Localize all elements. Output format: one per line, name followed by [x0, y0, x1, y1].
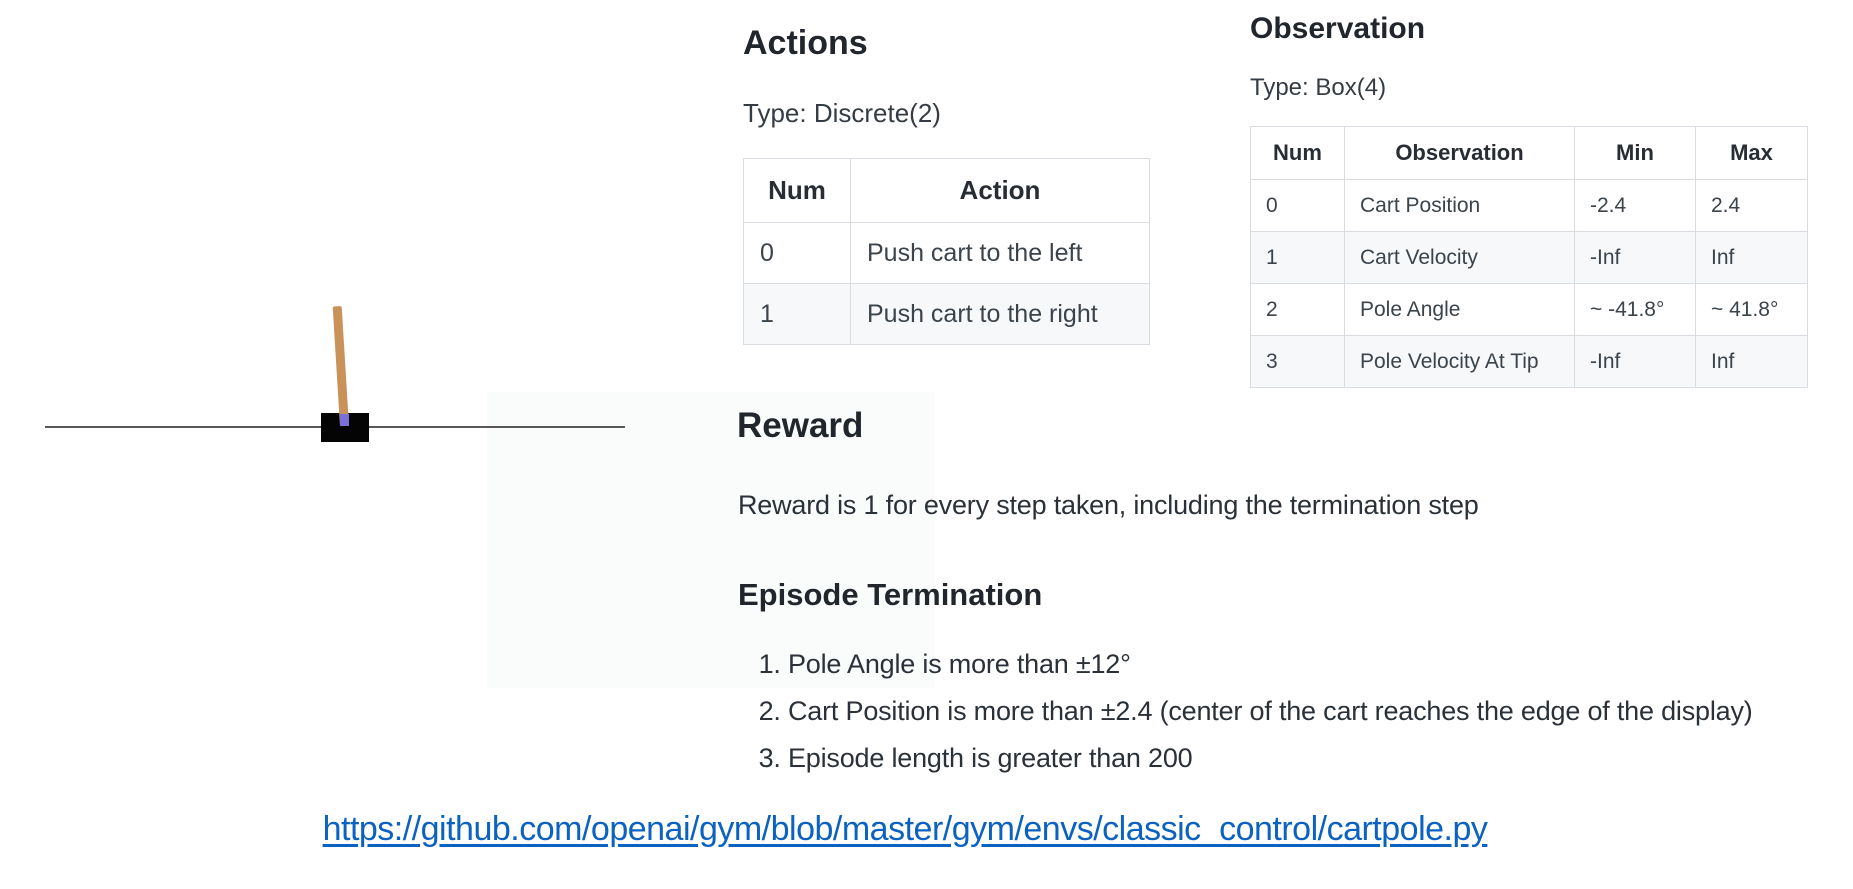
table-cell: ~ -41.8° — [1574, 283, 1696, 336]
table-header-cell: Num — [1250, 126, 1345, 180]
actions-table: Num Action 0 Push cart to the left 1 Pus… — [743, 158, 1150, 345]
table-cell: 0 — [1250, 179, 1345, 232]
observation-type-label: Type: Box(4) — [1250, 74, 1387, 101]
table-row: 1 Cart Velocity -Inf Inf — [1250, 231, 1808, 284]
table-cell: Push cart to the right — [850, 283, 1150, 345]
table-cell: ~ 41.8° — [1695, 283, 1808, 336]
table-cell: 1 — [1250, 231, 1345, 284]
table-cell: 1 — [743, 283, 851, 345]
table-cell: 0 — [743, 222, 851, 284]
table-cell: Pole Velocity At Tip — [1344, 335, 1575, 388]
actions-type-label: Type: Discrete(2) — [743, 98, 941, 128]
table-cell: -Inf — [1574, 335, 1696, 388]
table-header-cell: Action — [850, 158, 1150, 223]
table-header-row: Num Action — [743, 158, 1150, 223]
cartpole-axle-icon — [340, 414, 349, 426]
table-row: 1 Push cart to the right — [743, 283, 1150, 345]
pasted-screenshot-background — [487, 392, 935, 688]
cartpole-figure — [0, 0, 700, 500]
table-cell: Cart Velocity — [1344, 231, 1575, 284]
list-item: Pole Angle is more than ±12° — [788, 648, 1853, 681]
table-cell: 2 — [1250, 283, 1345, 336]
episode-termination-heading: Episode Termination — [738, 577, 1043, 612]
actions-heading: Actions — [743, 24, 868, 62]
github-cartpole-link[interactable]: https://github.com/openai/gym/blob/maste… — [322, 810, 1488, 848]
table-header-cell: Min — [1574, 126, 1696, 180]
table-header-cell: Observation — [1344, 126, 1575, 180]
table-cell: Cart Position — [1344, 179, 1575, 232]
table-row: 0 Cart Position -2.4 2.4 — [1250, 179, 1808, 232]
reward-heading: Reward — [737, 406, 864, 445]
table-row: 0 Push cart to the left — [743, 222, 1150, 284]
table-cell: Push cart to the left — [850, 222, 1150, 284]
table-header-row: Num Observation Min Max — [1250, 126, 1808, 180]
table-cell: Inf — [1695, 335, 1808, 388]
list-item: Episode length is greater than 200 — [788, 742, 1853, 775]
table-cell: 2.4 — [1695, 179, 1808, 232]
table-cell: -Inf — [1574, 231, 1696, 284]
table-cell: 3 — [1250, 335, 1345, 388]
table-cell: Pole Angle — [1344, 283, 1575, 336]
observation-table: Num Observation Min Max 0 Cart Position … — [1250, 126, 1808, 388]
table-row: 2 Pole Angle ~ -41.8° ~ 41.8° — [1250, 283, 1808, 336]
footer: https://github.com/openai/gym/blob/maste… — [0, 810, 1810, 849]
table-header-cell: Num — [743, 158, 851, 223]
episode-termination-list: Pole Angle is more than ±12° Cart Positi… — [738, 648, 1853, 789]
cartpole-pole — [332, 305, 349, 427]
table-row: 3 Pole Velocity At Tip -Inf Inf — [1250, 335, 1808, 388]
observation-heading: Observation — [1250, 12, 1426, 45]
table-cell: Inf — [1695, 231, 1808, 284]
table-header-cell: Max — [1695, 126, 1808, 180]
list-item: Cart Position is more than ±2.4 (center … — [788, 695, 1853, 728]
table-cell: -2.4 — [1574, 179, 1696, 232]
reward-text: Reward is 1 for every step taken, includ… — [738, 490, 1479, 520]
